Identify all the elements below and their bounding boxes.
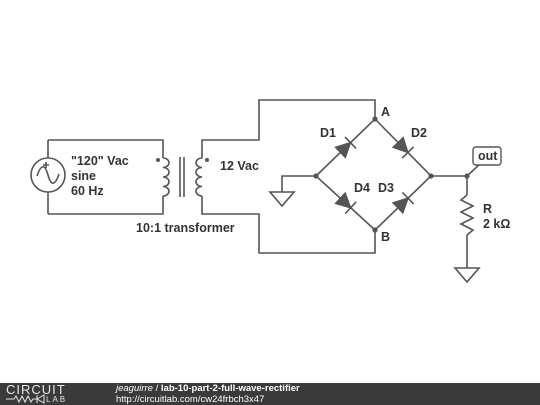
secondary-wires bbox=[201, 99, 376, 254]
circuit-meta: jeaguirre / lab-10-part-2-full-wave-rect… bbox=[116, 383, 300, 405]
meta-separator: / bbox=[152, 383, 161, 394]
transformer bbox=[156, 157, 209, 197]
logo-resistor-icon bbox=[6, 394, 45, 404]
output-wires bbox=[431, 163, 481, 284]
source-label-waveform: sine bbox=[71, 169, 96, 183]
output-probe bbox=[472, 146, 502, 166]
node-label-a: A bbox=[381, 105, 390, 119]
resistor-name: R bbox=[483, 202, 492, 216]
output-label: out bbox=[478, 149, 498, 163]
secondary-voltage-label: 12 Vac bbox=[220, 159, 259, 173]
diode-label-d3: D3 bbox=[378, 181, 394, 195]
junction-dots bbox=[313, 116, 470, 233]
source-label-amplitude: "120" Vac bbox=[71, 154, 129, 168]
footer-bar: CIRCUIT LAB jeaguirre / lab-10-part-2-fu… bbox=[0, 383, 540, 405]
node-label-b: B bbox=[381, 230, 390, 244]
circuit-schematic: "120" Vac sine 60 Hz 12 Vac 10:1 transfo… bbox=[30, 99, 510, 284]
author-link[interactable]: jeaguirre bbox=[116, 383, 153, 394]
circuit-url[interactable]: http://circuitlab.com/cw24frbch3x47 bbox=[116, 393, 265, 405]
diode-label-d2: D2 bbox=[411, 126, 427, 140]
diode-d4 bbox=[334, 191, 357, 215]
diode-d1 bbox=[334, 136, 357, 159]
meta-line-1: jeaguirre / lab-10-part-2-full-wave-rect… bbox=[116, 383, 300, 395]
circuitlab-logo: CIRCUIT LAB bbox=[6, 383, 106, 405]
logo-text-circuit: CIRCUIT bbox=[6, 382, 66, 397]
diode-d3 bbox=[391, 191, 415, 215]
circuit-title[interactable]: lab-10-part-2-full-wave-rectifier bbox=[160, 383, 300, 394]
logo-text-lab: LAB bbox=[46, 395, 68, 404]
diode-label-d4: D4 bbox=[354, 181, 370, 195]
primary-wires bbox=[47, 139, 164, 215]
diode-label-d1: D1 bbox=[320, 126, 336, 140]
transformer-caption: 10:1 transformer bbox=[136, 221, 235, 235]
diode-d2 bbox=[391, 136, 415, 159]
source-label-frequency: 60 Hz bbox=[71, 184, 104, 198]
bridge-ground bbox=[268, 175, 316, 208]
resistor-value: 2 kΩ bbox=[483, 217, 510, 231]
ac-voltage-source bbox=[30, 157, 66, 193]
